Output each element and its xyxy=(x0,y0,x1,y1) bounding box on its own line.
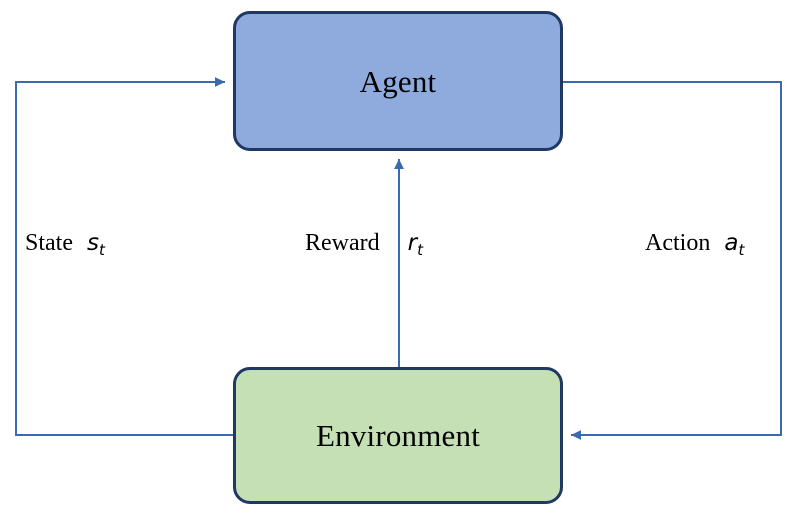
agent-node-label: Agent xyxy=(359,63,437,99)
reward-symbol-subscript: t xyxy=(417,241,423,259)
agent-node[interactable]: Agent xyxy=(233,11,563,151)
action-symbol-base: a xyxy=(724,230,739,256)
state-edge-path xyxy=(15,77,233,436)
state-symbol-base: s xyxy=(87,230,99,256)
state-edge-label: State st xyxy=(25,230,105,259)
reward-label-word: Reward xyxy=(305,230,380,256)
reward-symbol: rt xyxy=(407,230,423,259)
environment-node-label: Environment xyxy=(315,418,481,453)
action-edge-path xyxy=(563,81,782,440)
state-symbol-subscript: t xyxy=(98,241,105,259)
state-label-word: State xyxy=(25,230,73,256)
environment-node[interactable]: Environment xyxy=(233,367,563,504)
action-edge-label: Action at xyxy=(645,230,745,259)
action-symbol-subscript: t xyxy=(738,241,745,259)
reward-symbol-base: r xyxy=(407,230,418,256)
state-symbol: st xyxy=(87,230,105,259)
action-label-word: Action xyxy=(645,230,711,256)
reward-edge-label: Reward rt xyxy=(305,230,423,259)
action-symbol: at xyxy=(724,230,745,259)
